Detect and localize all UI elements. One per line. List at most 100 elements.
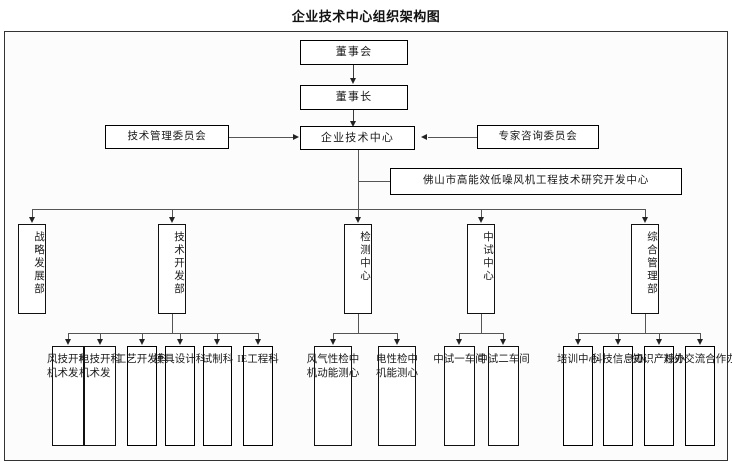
unit-line: 车 <box>464 354 476 365</box>
connector-center-main-stem <box>358 150 359 210</box>
connector-bus-to-pilot <box>481 209 482 219</box>
node-unit-fan-tech-dev[interactable]: 风机 技术 开发 科 <box>47 346 89 446</box>
node-unit-mold-design[interactable]: 模 具 设 计 科 <box>154 346 206 446</box>
unit-line: 息 <box>623 354 634 365</box>
unit-line: 知 <box>632 354 644 365</box>
node-unit-sci-tech-info-office[interactable]: 科 技 信 息 办 <box>592 346 644 446</box>
unit-line: 中心 <box>348 354 360 379</box>
node-unit-process-dev[interactable]: 工 艺 开 发 科 <box>116 346 168 446</box>
node-unit-training-center[interactable]: 培 训 中 心 <box>557 346 599 446</box>
unit-line: 科 <box>79 353 90 367</box>
node-dept-tech-dev[interactable]: 技术开发部 <box>158 224 186 314</box>
unit-line: 办 <box>633 354 645 365</box>
unit-line: 设 <box>174 354 186 365</box>
connector-tech-dev-bus <box>68 333 258 334</box>
unit-line: 二 <box>498 354 509 365</box>
connector-pilot-1 <box>503 333 504 341</box>
node-dept-pilot[interactable]: 中试中心 <box>467 224 495 314</box>
unit-line: 制 <box>212 354 223 365</box>
node-unit-motor-tech-dev[interactable]: 电机 技术 开发 科 <box>79 346 121 446</box>
node-dept-testing[interactable]: 检测中心 <box>344 224 372 314</box>
unit-line: 开发 <box>68 354 79 379</box>
connector-techdev-4 <box>217 333 218 341</box>
node-unit-prototype[interactable]: 试 制 科 <box>201 346 233 446</box>
node-unit-motor-performance-testing[interactable]: 电机 性能 检测 中心 <box>376 346 419 446</box>
connector-admin-0 <box>578 333 579 341</box>
connector-tech-dev-stem <box>172 314 173 333</box>
unit-line: 科 <box>195 354 207 365</box>
unit-line: 中心 <box>407 354 419 379</box>
unit-line: 科 <box>268 354 279 365</box>
node-board-of-directors[interactable]: 董事会 <box>300 40 408 65</box>
connector-tech-committee-to-center <box>229 137 294 138</box>
unit-line: 性能 <box>386 354 398 379</box>
node-enterprise-tech-center[interactable]: 企业技术中心 <box>300 126 415 150</box>
connector-techdev-3 <box>180 333 181 341</box>
arrow-pilot-1 <box>500 339 506 345</box>
unit-line: 产 <box>653 354 665 365</box>
connector-bus-to-tech-dev <box>172 209 173 219</box>
unit-line: 风机 <box>306 354 318 379</box>
node-dept-admin[interactable]: 综合管理部 <box>631 224 659 314</box>
node-unit-fan-aero-testing[interactable]: 风机 气动 性能 检测 中心 <box>307 346 359 446</box>
connector-techdev-2 <box>142 333 143 341</box>
dept-admin-label: 综合管理部 <box>646 231 657 296</box>
unit-line: 试 <box>201 354 213 365</box>
connector-techdev-1 <box>100 333 101 341</box>
unit-line: 程 <box>257 354 269 365</box>
arrow-techdev-3 <box>177 339 183 345</box>
dept-testing-label: 检测中心 <box>359 231 370 283</box>
connector-testing-stem <box>358 314 359 333</box>
unit-line: 外 <box>673 354 685 365</box>
connector-testing-bus <box>333 333 398 334</box>
connector-stem-to-research-center <box>358 181 390 182</box>
connector-techdev-5 <box>258 333 259 341</box>
unit-line: 试 <box>487 354 499 365</box>
unit-line: 间 <box>519 354 530 365</box>
connector-department-bus <box>32 209 645 210</box>
arrow-admin-2 <box>656 339 662 345</box>
unit-line: 对 <box>663 354 674 365</box>
connector-bus-to-admin <box>645 209 646 219</box>
unit-line: 训 <box>567 354 579 365</box>
unit-line: 开 <box>136 354 148 365</box>
connector-pilot-bus <box>459 333 503 334</box>
node-tech-management-committee[interactable]: 技术管理委员会 <box>105 125 229 149</box>
unit-line: 电机 <box>79 354 90 379</box>
unit-line: 信 <box>612 354 624 365</box>
unit-line: 开发 <box>100 354 111 379</box>
arrow-admin-3 <box>697 339 703 345</box>
node-dept-strategy[interactable]: 战略发展部 <box>18 224 46 314</box>
node-chairman[interactable]: 董事长 <box>300 85 408 110</box>
node-unit-ip-office[interactable]: 知 识 产 权 办 <box>633 346 685 446</box>
dept-strategy-label: 战略发展部 <box>33 231 44 296</box>
dept-tech-dev-label: 技术开发部 <box>173 231 184 296</box>
arrow-techdev-0 <box>65 339 71 345</box>
unit-line: 流 <box>694 354 706 365</box>
node-unit-pilot-workshop-2[interactable]: 中 试 二 车 间 <box>477 346 530 446</box>
unit-line: 风机 <box>47 354 58 379</box>
connector-bus-to-strategy <box>32 209 33 219</box>
unit-line: 科 <box>110 354 122 365</box>
unit-line: 工 <box>247 354 258 365</box>
unit-line: 交 <box>684 354 695 365</box>
connector-admin-3 <box>700 333 701 341</box>
unit-line: 发 <box>147 354 158 365</box>
unit-line: 检测 <box>397 354 408 379</box>
node-expert-advisory-committee[interactable]: 专家咨询委员会 <box>477 125 599 149</box>
unit-line: 电机 <box>376 354 387 379</box>
node-unit-pilot-workshop-1[interactable]: 中 试 一 车 间 <box>433 346 486 446</box>
unit-line: 模 <box>153 354 165 365</box>
node-unit-external-cooperation-office[interactable]: 对 外 交 流 合 作 办 <box>663 346 732 446</box>
unit-line: 气动 <box>317 354 328 379</box>
connector-testing-0 <box>333 333 334 341</box>
unit-line: 中 <box>433 354 444 365</box>
connector-admin-2 <box>659 333 660 341</box>
unit-line: 办 <box>674 354 686 365</box>
unit-line: 间 <box>475 354 486 365</box>
node-research-development-center[interactable]: 佛山市高能效低噪风机工程技术研究开发中心 <box>390 168 682 195</box>
node-unit-ie-engineering[interactable]: IE 工 程 科 <box>237 346 279 446</box>
arrow-techdev-1 <box>97 339 103 345</box>
arrow-testing-0 <box>330 339 336 345</box>
arrow-chairman-to-center <box>350 121 356 127</box>
